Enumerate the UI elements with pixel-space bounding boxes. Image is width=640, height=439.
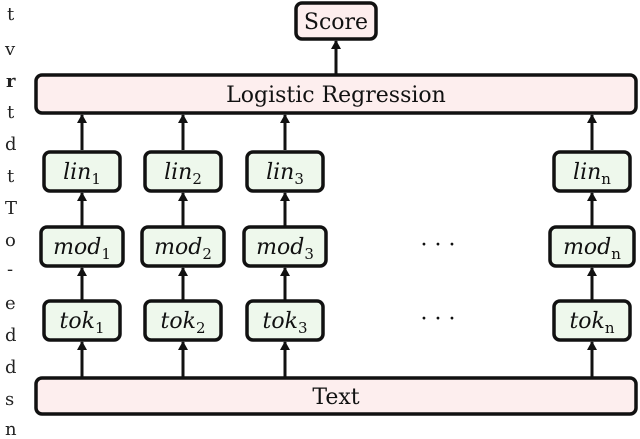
margin-text: t v r t d t T o - e d d s n: [4, 4, 17, 439]
lin-label: lin3: [266, 160, 304, 188]
mod-label: modn: [563, 235, 621, 263]
tok-box: [143, 299, 223, 342]
logistic-regression-box: [34, 73, 638, 115]
margin-char: T: [5, 198, 17, 219]
tok-box: [552, 299, 632, 342]
margin-char: d: [5, 325, 17, 346]
margin-char: n: [5, 419, 17, 439]
lin-box: [245, 150, 325, 193]
mod-box: [140, 225, 226, 268]
lin-label: lin2: [164, 160, 202, 188]
text-input-label: Text: [312, 385, 359, 410]
mod-label: mod2: [154, 235, 212, 263]
tok-box: [245, 299, 325, 342]
margin-char: t: [7, 4, 15, 25]
lin-box: [143, 150, 223, 193]
margin-char: t: [7, 166, 15, 187]
tok-label: tok3: [263, 309, 308, 337]
column-1: lin1 mod1 tok1: [39, 114, 125, 377]
logistic-regression-label: Logistic Regression: [226, 83, 446, 108]
column-3: lin3 mod3 tok3: [242, 114, 328, 377]
margin-char: s: [5, 389, 14, 410]
margin-char: v: [4, 39, 16, 60]
mod-box: [39, 225, 125, 268]
tok-box: [42, 299, 122, 342]
mod-box: [548, 225, 636, 268]
tok-label: tok1: [60, 309, 105, 337]
mod-label: mod3: [256, 235, 314, 263]
margin-char: d: [5, 357, 17, 378]
score-label: Score: [304, 10, 368, 35]
margin-char: r: [6, 71, 16, 92]
column-2: lin2 mod2 tok2: [140, 114, 226, 377]
tok-label: tok2: [161, 309, 206, 337]
mod-label: mod1: [53, 235, 111, 263]
margin-char: t: [7, 102, 15, 123]
lin-label: linn: [573, 160, 611, 188]
lin-box: [552, 150, 632, 193]
margin-char: e: [5, 293, 16, 314]
score-box: [294, 1, 378, 41]
margin-char: -: [7, 259, 13, 280]
ellipsis-mod-row: · · ·: [421, 233, 456, 258]
tok-label: tokn: [569, 309, 614, 337]
text-input-box: [34, 376, 638, 416]
margin-char: o: [5, 230, 16, 251]
column-n: linn modn tokn: [548, 114, 636, 377]
lin-label: lin1: [63, 160, 101, 188]
mod-box: [242, 225, 328, 268]
lin-box: [42, 150, 122, 193]
margin-char: d: [5, 134, 17, 155]
ellipsis-tok-row: · · ·: [421, 307, 456, 332]
